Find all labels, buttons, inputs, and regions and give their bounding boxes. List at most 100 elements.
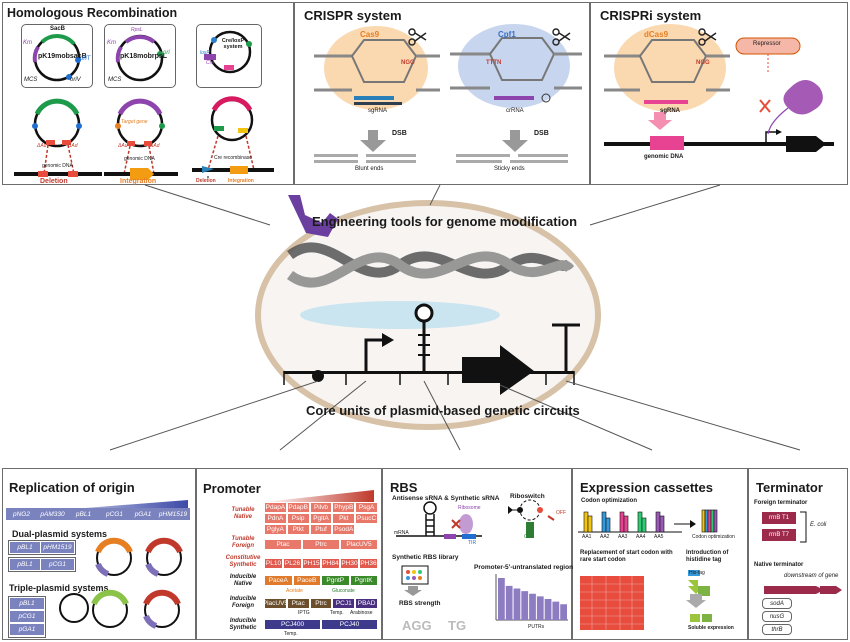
- promoter-row-label: Constitutive Synthetic: [225, 555, 261, 568]
- promoter-chip: PdapB: [286, 502, 310, 513]
- his-tag-label: His-tag: [689, 570, 705, 576]
- promoter-chip: Psip: [286, 513, 310, 524]
- promoter-gradient-bar: [264, 490, 374, 502]
- promoter-chip: PglyA: [264, 524, 287, 535]
- dad-label: ΔAd: [68, 143, 78, 149]
- ngg-label: NGG: [401, 60, 415, 66]
- plasmid-box-pk18: [104, 24, 176, 88]
- aa-label: AA4: [636, 534, 646, 540]
- promoter-row-label: Tunable Foreign: [231, 536, 255, 549]
- on-label: ON: [524, 534, 532, 540]
- putr-bar: [505, 585, 513, 620]
- triple-chip: pCG1: [10, 611, 44, 622]
- rbs-diagram: AGG TG: [396, 499, 568, 633]
- sticky-ends-label: Sticky ends: [494, 166, 525, 172]
- dual-chip: pHM1519: [41, 542, 74, 553]
- integration-label-2: Integration: [228, 178, 254, 184]
- promoter-chip: PH30: [340, 558, 359, 569]
- crispri-title: CRISPRi system: [600, 8, 702, 23]
- promoter-chip: PgltA: [309, 513, 333, 524]
- gluconate-note: Gluconate: [332, 588, 355, 594]
- expression-title: Expression cassettes: [580, 480, 713, 495]
- putr-bar: [552, 601, 560, 620]
- origin-chip: pCG1: [99, 508, 130, 520]
- terminator-gene-arrow: [764, 586, 842, 594]
- native-terminator-label: Native terminator: [754, 562, 804, 568]
- center-illustration: [109, 184, 801, 451]
- deletion-label: Deletion: [40, 178, 68, 185]
- promoter-chip: Ptrc: [309, 598, 333, 609]
- triple-chip: pBL1: [10, 598, 44, 609]
- rpsl-label: RpsL: [131, 27, 143, 33]
- mcs-label: MCS: [24, 77, 38, 83]
- promoter-chip: Ptkt: [286, 524, 310, 535]
- promoter-chip: PCJ40: [321, 619, 378, 630]
- promoter-chip: Ptrc: [302, 539, 340, 550]
- promoter-chip: PBAD: [355, 598, 378, 609]
- promoter-chip: PgntK: [349, 575, 378, 586]
- rbs-title: RBS: [390, 480, 418, 495]
- deletion-label-2: Deletion: [196, 178, 216, 184]
- native-gene-box: sodA: [762, 598, 792, 609]
- target-gene-label: Target gene: [121, 119, 148, 125]
- origin-chip: pNG2: [6, 508, 37, 520]
- promoter-chip: PH15: [302, 558, 321, 569]
- promoter-row-label: Inducible Synthetic: [229, 618, 257, 631]
- origin-chip: pBL1: [68, 508, 99, 520]
- rbs-strength-label: RBS strength: [399, 600, 441, 607]
- promoter-chip: PaceB: [292, 575, 321, 586]
- plasmid-label-pk18: pK18mobrpsL: [120, 53, 168, 60]
- sacb-label: SacB: [50, 26, 66, 32]
- km-label-2: Km: [107, 40, 116, 46]
- promoter-chip: PlacUV5: [262, 598, 289, 609]
- oriv-label: oriV: [70, 77, 81, 83]
- cas9-label: Cas9: [360, 30, 380, 39]
- promoter-chip: PCJ400: [264, 619, 321, 630]
- origin-chip: pHM1519: [156, 508, 190, 520]
- dsb-label: DSB: [392, 130, 407, 137]
- ori-label: ori: [163, 50, 170, 56]
- foreign-terminator-label: Foreign terminator: [754, 500, 808, 506]
- orit-label: oriT: [80, 56, 91, 62]
- putr-bar: [498, 578, 505, 620]
- dad-label-2: ΔAd: [150, 143, 160, 149]
- aa-label: AA5: [654, 534, 664, 540]
- crrna-label: crRNA: [506, 108, 524, 114]
- tir-label: TIR: [468, 540, 477, 546]
- core-units-title: Core units of plasmid-based genetic circ…: [306, 403, 580, 418]
- triple-box: [8, 596, 46, 638]
- promoter-chip: Pilvb: [309, 502, 333, 513]
- terminator-title: Terminator: [756, 480, 823, 495]
- mcs-label-2: MCS: [108, 77, 122, 83]
- plasmid-box-creloxp: [196, 24, 262, 88]
- dual-box-1: [8, 540, 76, 555]
- promoter-chip: PsodA: [332, 524, 356, 535]
- creloxp-label: Cre/loxP system: [221, 38, 245, 50]
- promoter-chip: Ptac: [286, 598, 310, 609]
- replication-title: Replication of origin: [9, 480, 135, 495]
- temp-note-2: Temp.: [284, 631, 298, 637]
- svg-text:TG: TG: [448, 618, 466, 633]
- crispr-diagram: [314, 24, 582, 163]
- promoter-chip: PsgA: [355, 502, 378, 513]
- acetate-note: Acetate: [286, 588, 303, 594]
- promoter-chip: PH84: [321, 558, 340, 569]
- putr-bar: [544, 599, 552, 620]
- promoter-chip: PCJ1: [332, 598, 356, 609]
- promoter-chip: PdapA: [264, 502, 287, 513]
- integration-label: Integration: [120, 178, 157, 185]
- promoter-chip: PH36: [359, 558, 378, 569]
- promoter-chip: PaceA: [264, 575, 293, 586]
- dsb-label-2: DSB: [534, 130, 549, 137]
- putr-bar: [513, 588, 521, 620]
- plasmid-box-pk19: [21, 24, 93, 88]
- cre-label: Cre: [206, 60, 215, 66]
- crispri-diagram: [604, 24, 834, 152]
- center-title: Engineering tools for genome modificatio…: [312, 214, 578, 229]
- native-gene-box: nusG: [762, 611, 792, 622]
- promoter-row-label: Tunable Native: [231, 507, 255, 520]
- promoter-title: Promoter: [203, 481, 261, 496]
- dual-box-2: [8, 557, 76, 572]
- downstream-label: downstream of gene: [784, 573, 839, 579]
- synthetic-rbs-library-label: Synthetic RBS library: [392, 554, 459, 561]
